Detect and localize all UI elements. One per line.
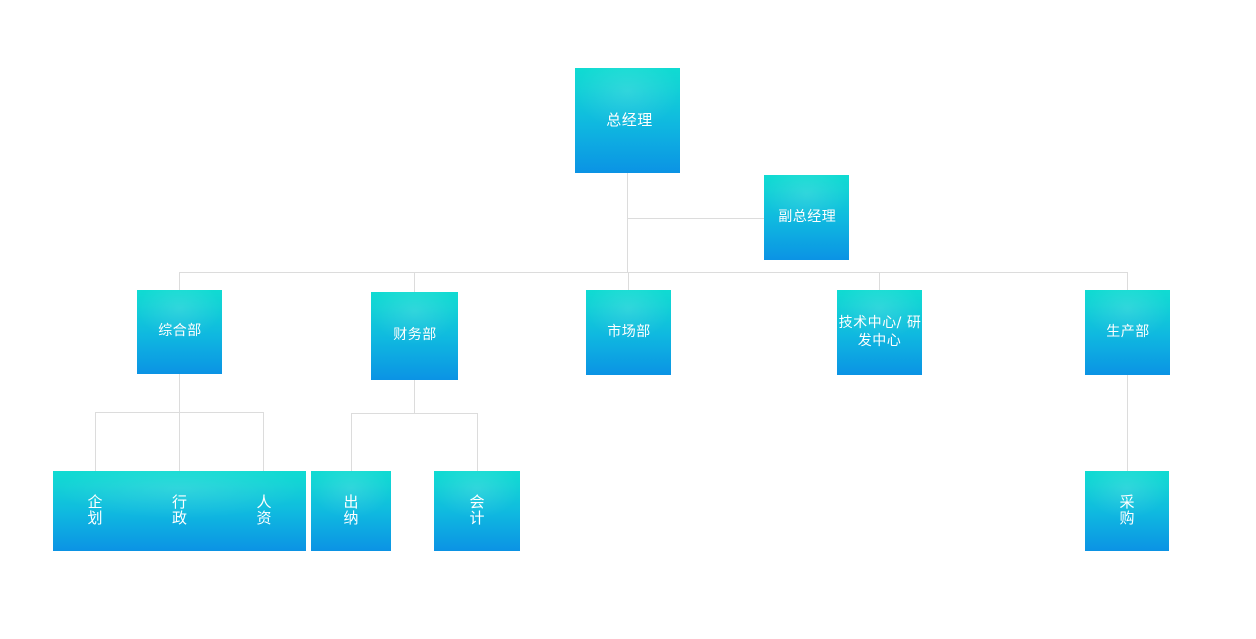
node-accounting-char1: 会 <box>469 493 485 512</box>
connector-drop-general-affairs <box>179 272 180 290</box>
connector-finance-trunk <box>414 380 415 413</box>
node-administration[interactable]: 行 政 <box>137 471 222 551</box>
node-vice-ceo-label: 副总经理 <box>778 208 837 225</box>
node-human-resources-char2: 资 <box>256 509 272 527</box>
node-planning-char1: 企 <box>87 493 103 512</box>
connector-ceo-trunk <box>627 173 628 272</box>
node-marketing[interactable]: 市场部 <box>586 290 671 375</box>
node-administration-char2: 政 <box>171 509 187 527</box>
connector-drop-finance <box>414 272 415 292</box>
connector-general-affairs-trunk <box>179 373 180 412</box>
node-production-label: 生产部 <box>1106 323 1150 340</box>
node-procurement[interactable]: 采 购 <box>1085 471 1169 551</box>
node-planning-label: 企 划 <box>87 493 103 527</box>
node-finance-label: 财务部 <box>393 327 437 344</box>
node-cashier-char2: 纳 <box>343 509 359 527</box>
connector-finance-bar <box>351 413 478 414</box>
node-procurement-char2: 购 <box>1119 509 1135 527</box>
node-general-affairs[interactable]: 综合部 <box>137 290 222 374</box>
connector-production-to-procurement <box>1127 375 1128 471</box>
node-tech-center-label-line2: 研发中心 <box>857 315 922 349</box>
node-planning[interactable]: 企 划 <box>53 471 137 551</box>
node-tech-center[interactable]: 技术中心/ 研发中心 <box>837 290 922 375</box>
node-administration-char1: 行 <box>171 493 187 512</box>
node-planning-char2: 划 <box>87 509 103 527</box>
node-vice-ceo[interactable]: 副总经理 <box>764 175 849 260</box>
node-ceo[interactable]: 总经理 <box>575 68 680 173</box>
node-group-general-affairs-children: 企 划 行 政 人 资 <box>53 471 306 551</box>
connector-drop-cashier <box>351 413 352 471</box>
connector-drop-tech-center <box>879 272 880 290</box>
node-finance[interactable]: 财务部 <box>371 292 458 380</box>
connector-drop-human-resources <box>263 412 264 471</box>
connector-drop-administration <box>179 412 180 471</box>
node-tech-center-label-line1: 技术中心/ <box>838 315 902 332</box>
node-accounting[interactable]: 会 计 <box>434 471 520 551</box>
node-general-affairs-label: 综合部 <box>158 323 202 340</box>
node-ceo-label: 总经理 <box>606 111 653 130</box>
node-administration-label: 行 政 <box>171 493 187 527</box>
connector-drop-marketing <box>628 272 629 290</box>
node-marketing-label: 市场部 <box>607 323 651 340</box>
node-tech-center-label: 技术中心/ 研发中心 <box>837 315 922 349</box>
node-cashier-char1: 出 <box>343 493 359 512</box>
node-procurement-char1: 采 <box>1119 493 1135 512</box>
node-procurement-label: 采 购 <box>1119 493 1135 527</box>
node-human-resources-label: 人 资 <box>256 493 272 527</box>
connector-drop-accounting <box>477 413 478 471</box>
node-cashier[interactable]: 出 纳 <box>311 471 391 551</box>
connector-ceo-to-vice <box>627 218 764 219</box>
connector-level2-bar <box>179 272 1127 273</box>
node-human-resources-char1: 人 <box>256 493 272 512</box>
node-accounting-char2: 计 <box>469 509 485 527</box>
node-production[interactable]: 生产部 <box>1085 290 1170 375</box>
connector-drop-production <box>1127 272 1128 290</box>
node-cashier-label: 出 纳 <box>343 493 359 527</box>
node-human-resources[interactable]: 人 资 <box>222 471 306 551</box>
node-accounting-label: 会 计 <box>469 493 485 527</box>
connector-drop-planning <box>95 412 96 471</box>
